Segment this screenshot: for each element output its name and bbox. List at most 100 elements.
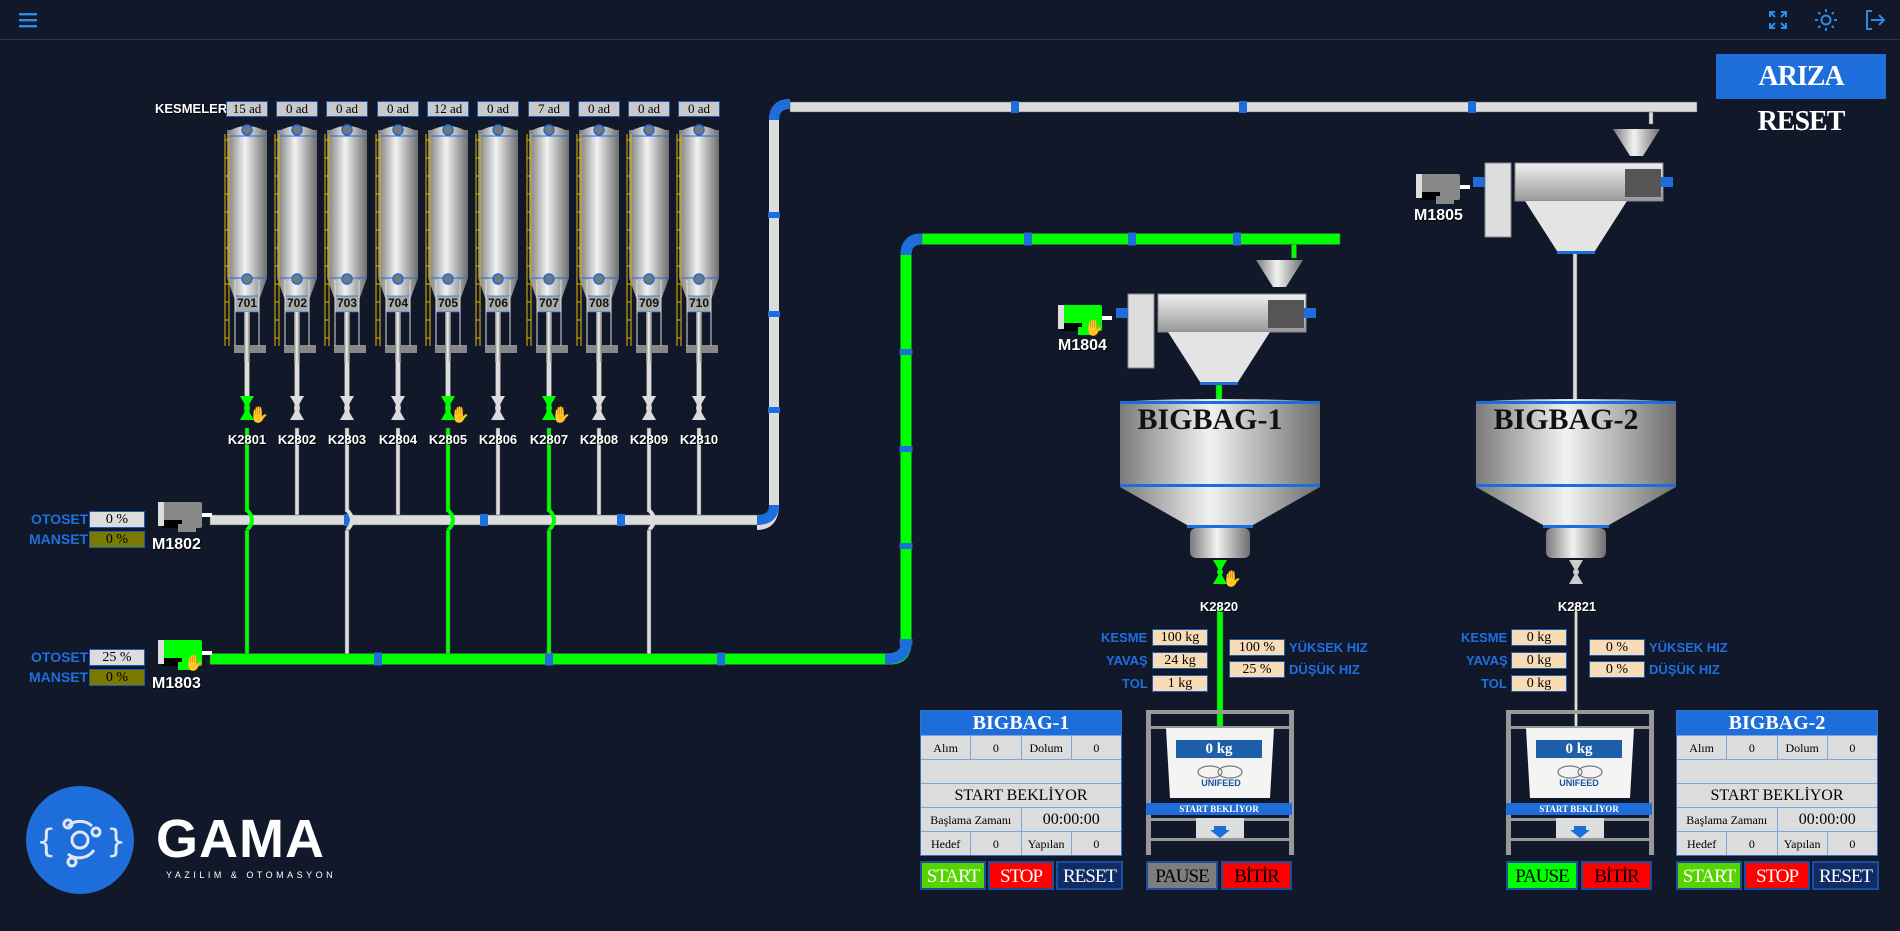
arrow-down-icon [1570, 826, 1590, 838]
hedef-label: Hedef [921, 832, 972, 855]
silo-drop [445, 529, 451, 655]
pipe-flange [1468, 101, 1476, 113]
pipe-flange [1128, 232, 1136, 246]
bb2-dusuk-hiz-label: DÜŞÜK HIZ [1649, 662, 1720, 677]
valve-k2807-label: K2807 [529, 432, 569, 447]
bigbag-2-bitir-button[interactable]: BİTİR [1581, 861, 1652, 890]
sun-icon[interactable] [1814, 8, 1838, 32]
bb2-yavas-value[interactable]: 0 kg [1511, 652, 1567, 669]
valve-k2810-label: K2810 [679, 432, 719, 447]
pipe-flange [1239, 101, 1247, 113]
m1803-otoset-value[interactable]: 25 % [89, 649, 145, 666]
baslama-value: 00:00:00 [1798, 811, 1856, 828]
valve-k2807-icon: ✋ [542, 396, 571, 424]
bigbag-2-stop-button[interactable]: STOP [1744, 861, 1810, 890]
silo-drop [646, 529, 652, 655]
svg-text:✋: ✋ [551, 405, 571, 424]
hedef-value: 0 [1727, 832, 1778, 855]
silo-710-number: 710 [688, 296, 710, 310]
silo-outlet [445, 359, 451, 399]
bb1-yavas-label: YAVAŞ [1106, 653, 1148, 668]
pipe-flange [899, 349, 913, 355]
svg-text:✋: ✋ [450, 405, 470, 424]
silo-708-number: 708 [588, 296, 610, 310]
silo-702-icon [274, 124, 317, 362]
bigbag-2-start-button[interactable]: START [1676, 861, 1742, 890]
pipe-flange [1024, 232, 1032, 246]
hamburger-menu-icon[interactable] [16, 8, 40, 32]
ariza-reset-button[interactable]: ARIZA RESET [1716, 54, 1886, 137]
bigbag-2-status: START BEKLİYOR [1677, 783, 1877, 807]
bb1-yavas-value[interactable]: 24 kg [1152, 652, 1208, 669]
silo-701-count: 15 ad [226, 101, 268, 117]
pipe-flange [717, 652, 725, 666]
silo-702-number: 702 [286, 296, 308, 310]
bigbag-1-bitir-button[interactable]: BİTİR [1221, 861, 1292, 890]
silo-drop [344, 529, 350, 655]
pipe-hop [345, 508, 354, 532]
silo-707-number: 707 [538, 296, 560, 310]
valve-k2820-label: K2820 [1199, 599, 1239, 614]
bigbag-2-tank-label: BIGBAG-2 [1493, 403, 1639, 436]
m1802-otoset-value[interactable]: 0 % [89, 511, 145, 528]
silo-outlet [344, 359, 350, 399]
pipe-flange [768, 311, 780, 317]
valve-k2801-label: K2801 [227, 432, 267, 447]
svg-text:✋: ✋ [1084, 318, 1104, 337]
m1802-otoset-label: OTOSET [31, 511, 89, 527]
bb2-tol-value[interactable]: 0 kg [1511, 675, 1567, 692]
bigbag-1-tank-label: BIGBAG-1 [1137, 403, 1283, 436]
silo-outlet [696, 359, 702, 399]
silo-705-icon [425, 124, 468, 362]
motor-m1805-icon [1416, 174, 1470, 204]
gama-logo-icon: {} [26, 786, 134, 894]
bigbag-2-bag-status: START BEKLİYOR [1506, 803, 1652, 815]
pipe-flange [899, 639, 913, 645]
silo-outlet [495, 359, 501, 399]
conveyor-hopper [1256, 260, 1303, 287]
bb2-yuksek-hiz-value[interactable]: 0 % [1589, 639, 1645, 656]
bb2-yavas-label: YAVAŞ [1466, 653, 1508, 668]
m1803-manset-label: MANSET [29, 669, 89, 685]
bigbag-2-weight: 0 kg [1536, 740, 1622, 758]
bigbag-1-reset-button[interactable]: RESET [1056, 861, 1123, 890]
bigbag-1-pause-button[interactable]: PAUSE [1146, 861, 1218, 890]
gama-logo-tagline: YAZILIM & OTOMASYON [166, 870, 337, 880]
silo-drop [294, 427, 300, 516]
pipe-hop [547, 508, 556, 532]
bb2-dusuk-hiz-value[interactable]: 0 % [1589, 661, 1645, 678]
bigbag-1-status: START BEKLİYOR [921, 783, 1121, 807]
silo-706-number: 706 [487, 296, 509, 310]
pipe-flange [899, 446, 913, 452]
valve-k2806-icon [491, 396, 505, 420]
silo-703-count: 0 ad [326, 101, 368, 117]
valve-k2802-icon [290, 396, 304, 420]
pipe-flange [768, 212, 780, 218]
alim-value: 0 [1727, 736, 1778, 759]
m1803-otoset-label: OTOSET [31, 649, 89, 665]
fullscreen-icon[interactable] [1766, 8, 1790, 32]
baslama-label: Başlama Zamanı [921, 808, 1022, 831]
bb2-kesme-value[interactable]: 0 kg [1511, 629, 1567, 646]
bb1-tol-value[interactable]: 1 kg [1152, 675, 1208, 692]
svg-text:}: } [106, 822, 126, 860]
bb1-kesme-value[interactable]: 100 kg [1152, 629, 1208, 646]
bigbag-2-reset-button[interactable]: RESET [1812, 861, 1879, 890]
bb1-yuksek-hiz-value[interactable]: 100 % [1229, 639, 1285, 656]
m1802-manset-value[interactable]: 0 % [89, 531, 145, 548]
valve-k2821-label: K2821 [1557, 599, 1597, 614]
logout-icon[interactable] [1862, 8, 1886, 32]
valve-k2810-icon [692, 396, 706, 420]
m1803-manset-value[interactable]: 0 % [89, 669, 145, 686]
bb1-dusuk-hiz-value[interactable]: 25 % [1229, 661, 1285, 678]
silo-710-count: 0 ad [678, 101, 720, 117]
bigbag-1-start-button[interactable]: START [920, 861, 986, 890]
silo-drop [495, 427, 501, 516]
bigbag-2-pause-button[interactable]: PAUSE [1506, 861, 1578, 890]
svg-text:✋: ✋ [249, 405, 269, 424]
bigbag-1-stop-button[interactable]: STOP [988, 861, 1054, 890]
bigbag-1-brand: UNIFEED [1201, 778, 1241, 788]
silo-drop [546, 529, 552, 655]
conveyor-hopper [1613, 129, 1660, 156]
bb1-tol-label: TOL [1122, 676, 1148, 691]
